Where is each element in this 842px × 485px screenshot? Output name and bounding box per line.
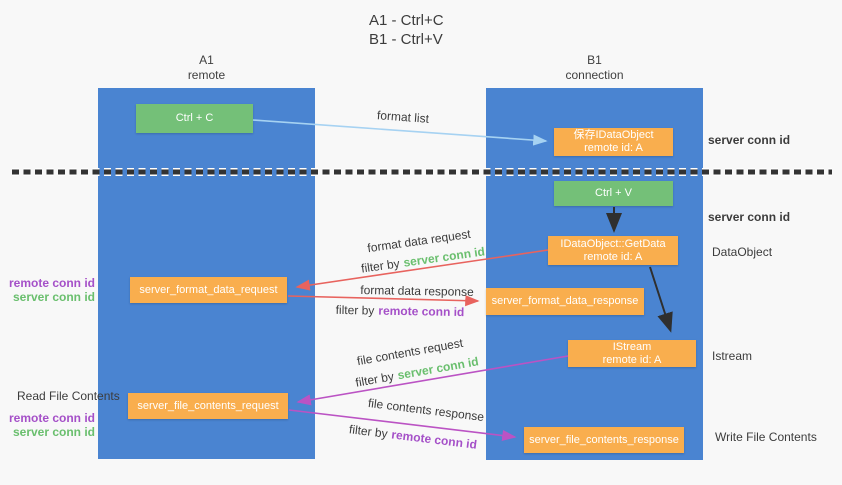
node-server-format-data-response: server_format_data_response [486, 288, 644, 315]
node-ctrl-v: Ctrl + V [554, 181, 673, 206]
remote-conn-id-text: remote conn id [390, 427, 478, 452]
node-ctrl-v-label: Ctrl + V [595, 187, 632, 199]
annotation-read-file-contents: Read File Contents [17, 389, 120, 403]
annotation-istream: Istream [712, 349, 753, 363]
node-server-format-data-response-label: server_format_data_response [491, 295, 639, 307]
annotation-left-conn-ids-bottom: remote conn id server conn id [6, 411, 95, 439]
filter-by-text: filter by [348, 422, 389, 441]
annotation-server-conn-id-middle: server conn id [708, 210, 791, 224]
node-idataobject-getdata-line2: remote id: A [583, 250, 643, 263]
edge-label-format-data-response: format data response [360, 283, 474, 299]
column-a1-name: A1 [199, 53, 214, 67]
title-line-1: A1 - Ctrl+C [369, 12, 444, 29]
title-line-2: B1 - Ctrl+V [369, 31, 443, 48]
server-conn-id-label: server conn id [12, 424, 95, 439]
filter-by-text: filter by [360, 256, 401, 276]
column-header-b1: B1 connection [486, 53, 703, 83]
server-conn-id-label: server conn id [12, 289, 95, 304]
node-save-idataobject: 保存IDataObject remote id: A [554, 128, 673, 156]
node-server-file-contents-request: server_file_contents_request [128, 393, 288, 419]
filter-by-text: filter by [354, 369, 395, 390]
node-save-idataobject-line1: 保存IDataObject [573, 129, 654, 141]
annotation-dataobject: DataObject [712, 245, 773, 259]
node-server-file-contents-response: server_file_contents_response [524, 427, 684, 453]
column-b1-name: B1 [587, 53, 602, 67]
diagram-title: A1 - Ctrl+C B1 - Ctrl+V [369, 11, 444, 49]
remote-conn-id-label: remote conn id [8, 276, 95, 290]
node-server-format-data-request: server_format_data_request [130, 277, 287, 303]
edge-label-format-list: format list [376, 108, 430, 126]
remote-conn-id-text: remote conn id [378, 303, 465, 320]
node-server-file-contents-request-label: server_file_contents_request [137, 399, 279, 412]
annotation-left-conn-ids-top: remote conn id server conn id [6, 276, 95, 304]
annotation-server-conn-id-top: server conn id [708, 133, 791, 147]
remote-conn-id-label: remote conn id [8, 411, 95, 425]
node-ctrl-c: Ctrl + C [136, 104, 253, 133]
node-server-format-data-request-label: server_format_data_request [139, 283, 278, 296]
column-a1-subtitle: remote [187, 68, 226, 82]
node-server-file-contents-response-label: server_file_contents_response [529, 433, 679, 446]
column-b1-subtitle: connection [565, 68, 624, 82]
annotation-write-file-contents: Write File Contents [715, 430, 817, 444]
node-istream-line1: IStream [612, 340, 652, 353]
node-istream-line2: remote id: A [602, 353, 662, 366]
node-ctrl-c-label: Ctrl + C [175, 112, 214, 124]
edge-label-file-contents-response: file contents response [367, 395, 485, 425]
column-header-a1: A1 remote [98, 53, 315, 83]
node-idataobject-getdata-line1: IDataObject::GetData [560, 237, 666, 250]
node-istream: IStream remote id: A [568, 340, 696, 367]
node-save-idataobject-line2: remote id: A [584, 142, 643, 154]
filter-by-text: filter by [335, 302, 375, 318]
node-idataobject-getdata: IDataObject::GetData remote id: A [548, 236, 678, 265]
